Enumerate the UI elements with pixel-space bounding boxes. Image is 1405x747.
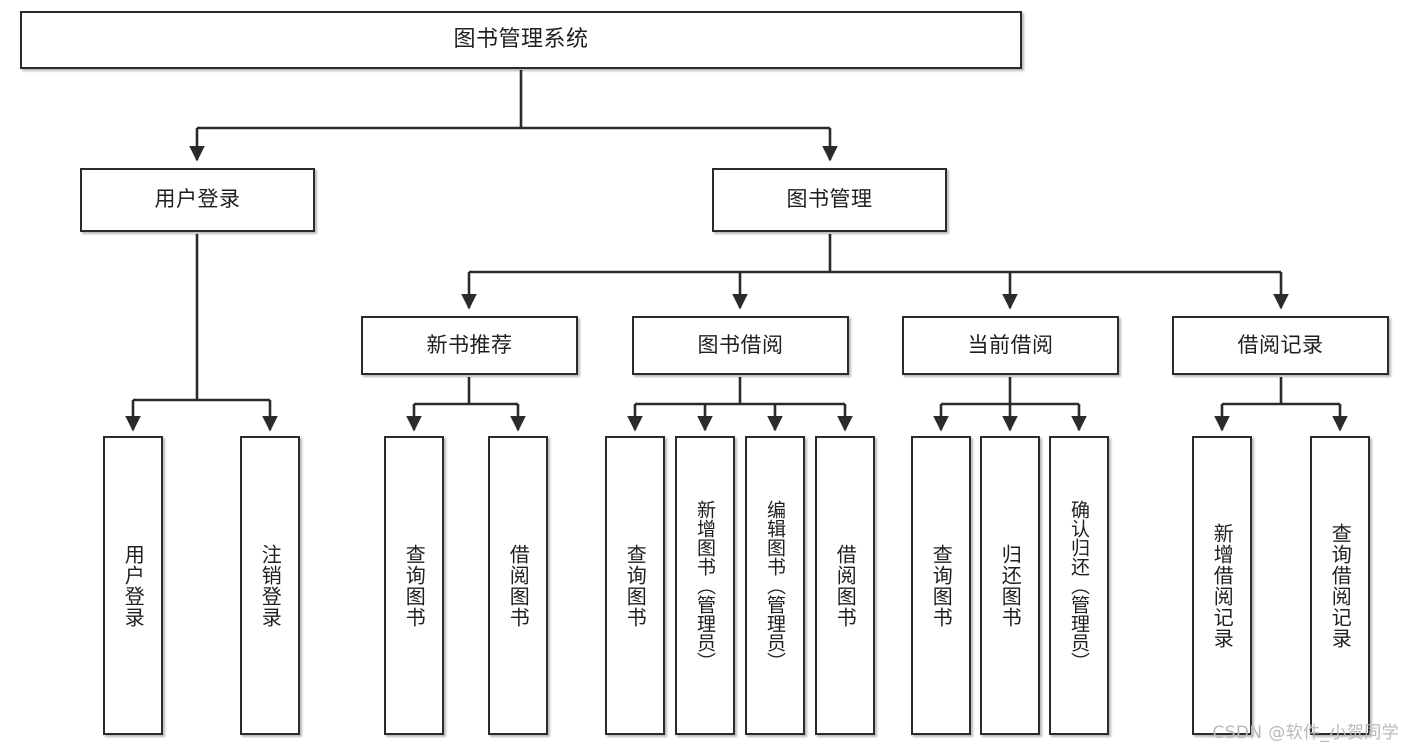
node-label: 借阅记录	[1237, 332, 1324, 357]
node-label: 图书管理	[786, 187, 873, 212]
node-label: 用户登录	[154, 187, 241, 212]
leaf-user-login[interactable]: 用户登录	[103, 436, 163, 735]
node-borrow-record[interactable]: 借阅记录	[1172, 316, 1389, 375]
leaf-confirm-return-admin[interactable]: 确认归还（管理员）	[1049, 436, 1109, 735]
leaf-query-book-current[interactable]: 查询图书	[911, 436, 971, 735]
node-label: 新增借阅记录	[1210, 522, 1235, 649]
leaf-logout-login[interactable]: 注销登录	[240, 436, 300, 735]
node-new-book-recommend[interactable]: 新书推荐	[361, 316, 578, 375]
watermark-csdn: CSDN @软件_小贺同学	[1212, 723, 1399, 743]
node-label: 编辑图书（管理员）	[764, 500, 787, 671]
node-label: 新增图书（管理员）	[694, 500, 717, 671]
leaf-borrow-book-recommend[interactable]: 借阅图书	[488, 436, 548, 735]
node-label: 图书借阅	[697, 332, 784, 357]
node-label: 借阅图书	[506, 543, 531, 628]
leaf-query-book-borrow[interactable]: 查询图书	[605, 436, 665, 735]
node-label: 查询借阅记录	[1328, 522, 1353, 649]
leaf-return-book[interactable]: 归还图书	[980, 436, 1040, 735]
node-label: 查询图书	[929, 543, 954, 628]
node-label: 用户登录	[121, 543, 146, 628]
node-label: 图书管理系统	[453, 26, 589, 52]
leaf-edit-book-admin[interactable]: 编辑图书（管理员）	[745, 436, 805, 735]
node-label: 确认归还（管理员）	[1068, 500, 1091, 671]
node-label: 归还图书	[998, 543, 1023, 628]
node-label: 新书推荐	[426, 332, 513, 357]
leaf-add-borrow-record[interactable]: 新增借阅记录	[1192, 436, 1252, 735]
node-book-management[interactable]: 图书管理	[712, 168, 947, 232]
leaf-add-book-admin[interactable]: 新增图书（管理员）	[675, 436, 735, 735]
node-current-borrow[interactable]: 当前借阅	[902, 316, 1119, 375]
node-root-book-management-system[interactable]: 图书管理系统	[20, 11, 1022, 69]
leaf-query-borrow-record[interactable]: 查询借阅记录	[1310, 436, 1370, 735]
leaf-query-book-recommend[interactable]: 查询图书	[384, 436, 444, 735]
node-label: 查询图书	[623, 543, 648, 628]
node-label: 注销登录	[258, 543, 283, 628]
node-label: 当前借阅	[967, 332, 1054, 357]
node-label: 借阅图书	[833, 543, 858, 628]
node-user-login[interactable]: 用户登录	[80, 168, 315, 232]
node-label: 查询图书	[402, 543, 427, 628]
node-book-borrow[interactable]: 图书借阅	[632, 316, 849, 375]
leaf-borrow-book-borrow[interactable]: 借阅图书	[815, 436, 875, 735]
